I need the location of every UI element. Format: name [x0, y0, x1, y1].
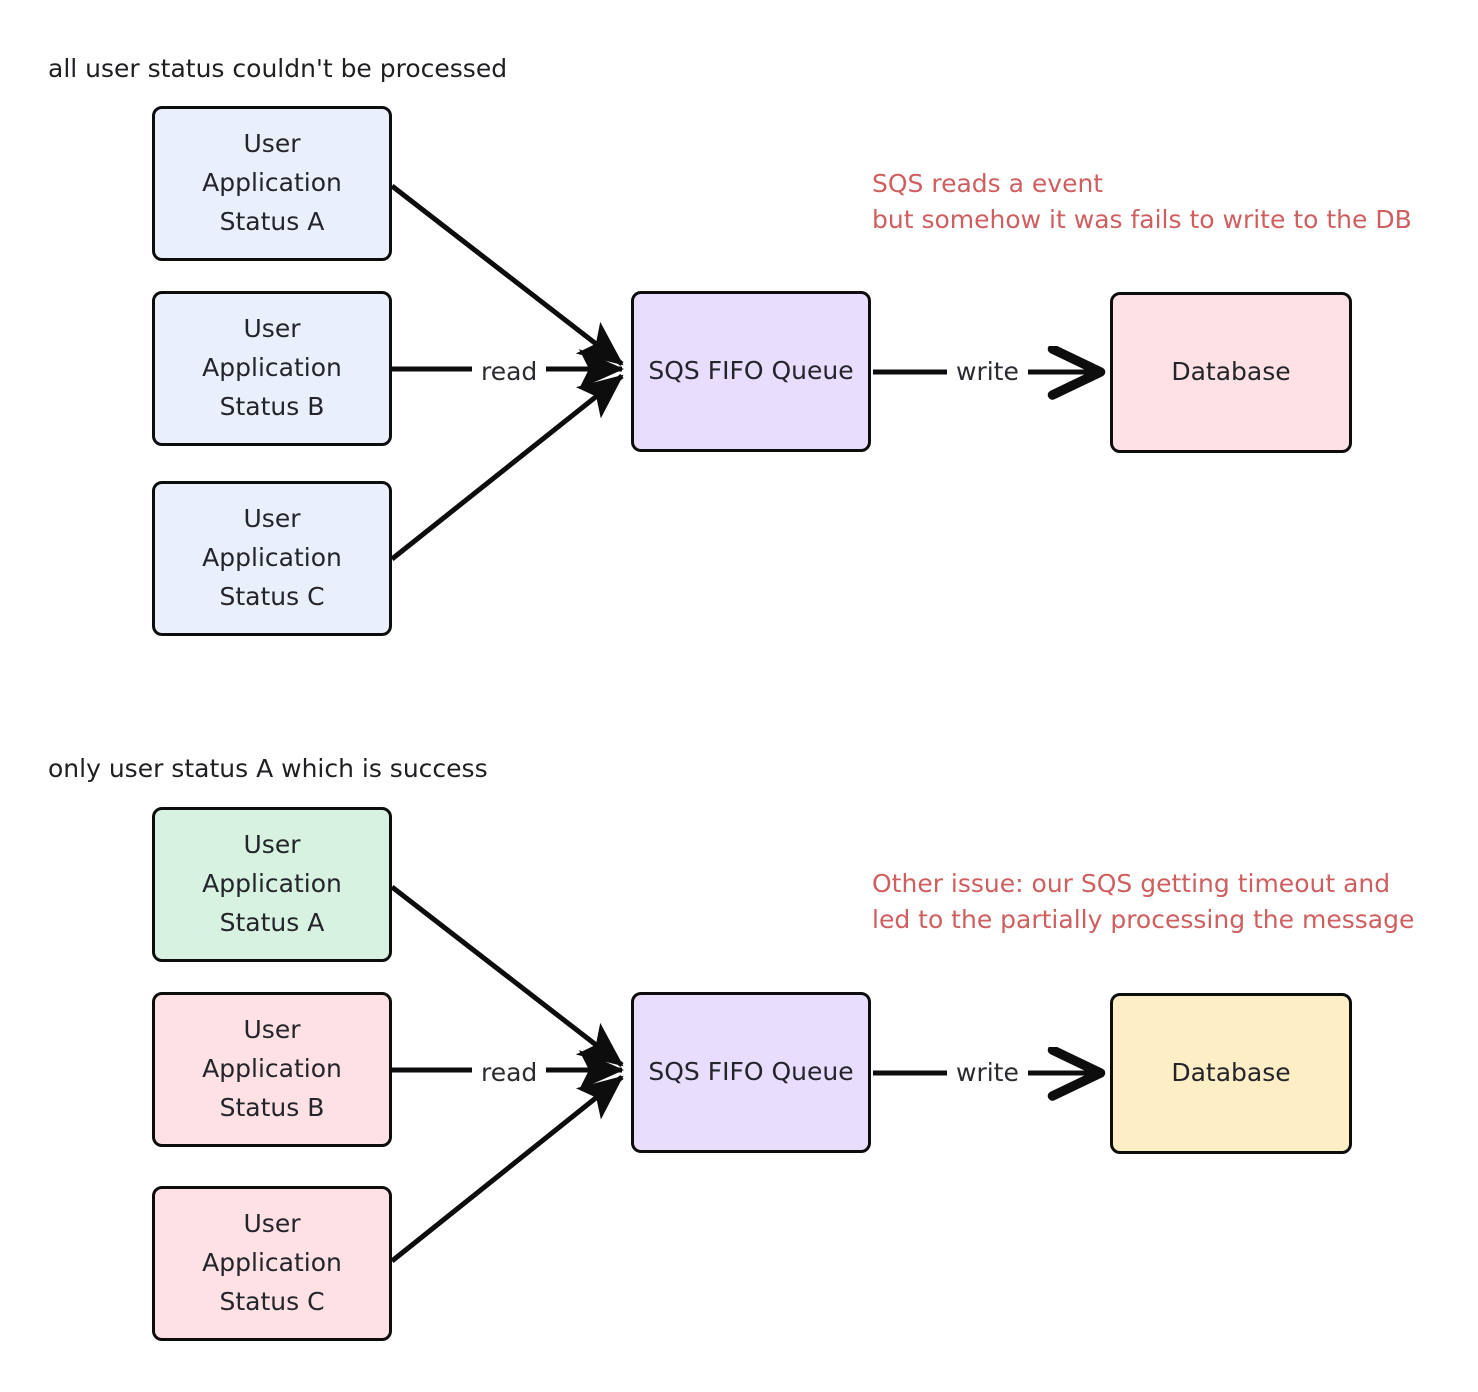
edge-label-write: write — [947, 357, 1028, 386]
node-user-application-status-a[interactable]: User Application Status A — [152, 106, 392, 261]
top-edge-app-c-to-queue — [390, 374, 624, 561]
node-label: SQS FIFO Queue — [648, 1057, 854, 1087]
node-user-application-status-c[interactable]: User Application Status C — [152, 481, 392, 636]
node-label-line-1: User — [243, 1209, 301, 1239]
node-label-line-2: Application — [202, 543, 342, 573]
node-label-line-2: Application — [202, 353, 342, 383]
top-annotation-line-2: but somehow it was fails to write to the… — [872, 204, 1412, 234]
edge-label-read: read — [472, 357, 547, 386]
node-sqs-fifo-queue[interactable]: SQS FIFO Queue — [631, 992, 871, 1153]
node-user-application-status-b[interactable]: User Application Status B — [152, 291, 392, 446]
node-label-line-2: Application — [202, 1248, 342, 1278]
bottom-annotation-line-1: Other issue: our SQS getting timeout and — [872, 869, 1391, 898]
node-label-line-1: User — [243, 830, 301, 860]
top-annotation-line-1: SQS reads a event — [872, 169, 1104, 198]
node-database[interactable]: Database — [1110, 993, 1352, 1154]
edge-label-write: write — [947, 1058, 1028, 1087]
node-label-line-2: Application — [202, 869, 342, 899]
node-label-line-3: Status B — [219, 1092, 325, 1122]
bottom-annotation: Other issue: our SQS getting timeout and… — [872, 866, 1414, 937]
node-user-application-status-b-failed[interactable]: User Application Status B — [152, 992, 392, 1147]
node-label-line-1: User — [243, 314, 301, 344]
node-label-line-3: Status A — [219, 907, 325, 937]
node-label: Database — [1171, 357, 1291, 387]
node-label-line-3: Status C — [219, 1286, 325, 1316]
bottom-edge-app-c-to-queue — [390, 1075, 624, 1263]
bottom-annotation-line-2: led to the partially processing the mess… — [872, 904, 1415, 934]
bottom-section-caption: only user status A which is success — [48, 754, 488, 783]
node-label: SQS FIFO Queue — [648, 356, 854, 386]
node-label-line-1: User — [243, 129, 301, 159]
node-sqs-fifo-queue[interactable]: SQS FIFO Queue — [631, 291, 871, 452]
edge-label-read: read — [472, 1058, 547, 1087]
node-label-line-2: Application — [202, 168, 342, 198]
node-label: Database — [1171, 1058, 1291, 1088]
top-annotation: SQS reads a event but somehow it was fai… — [872, 166, 1412, 237]
node-label-line-3: Status A — [219, 206, 325, 236]
node-label-line-1: User — [243, 1015, 301, 1045]
top-section-caption: all user status couldn't be processed — [48, 54, 508, 83]
node-label-line-3: Status B — [219, 391, 325, 421]
node-label-line-1: User — [243, 504, 301, 534]
node-label-line-2: Application — [202, 1054, 342, 1084]
node-database[interactable]: Database — [1110, 292, 1352, 453]
node-label-line-3: Status C — [219, 581, 325, 611]
top-edge-app-a-to-queue — [390, 184, 624, 366]
bottom-edge-app-a-to-queue — [390, 885, 624, 1067]
node-user-application-status-c-failed[interactable]: User Application Status C — [152, 1186, 392, 1341]
node-user-application-status-a-success[interactable]: User Application Status A — [152, 807, 392, 962]
